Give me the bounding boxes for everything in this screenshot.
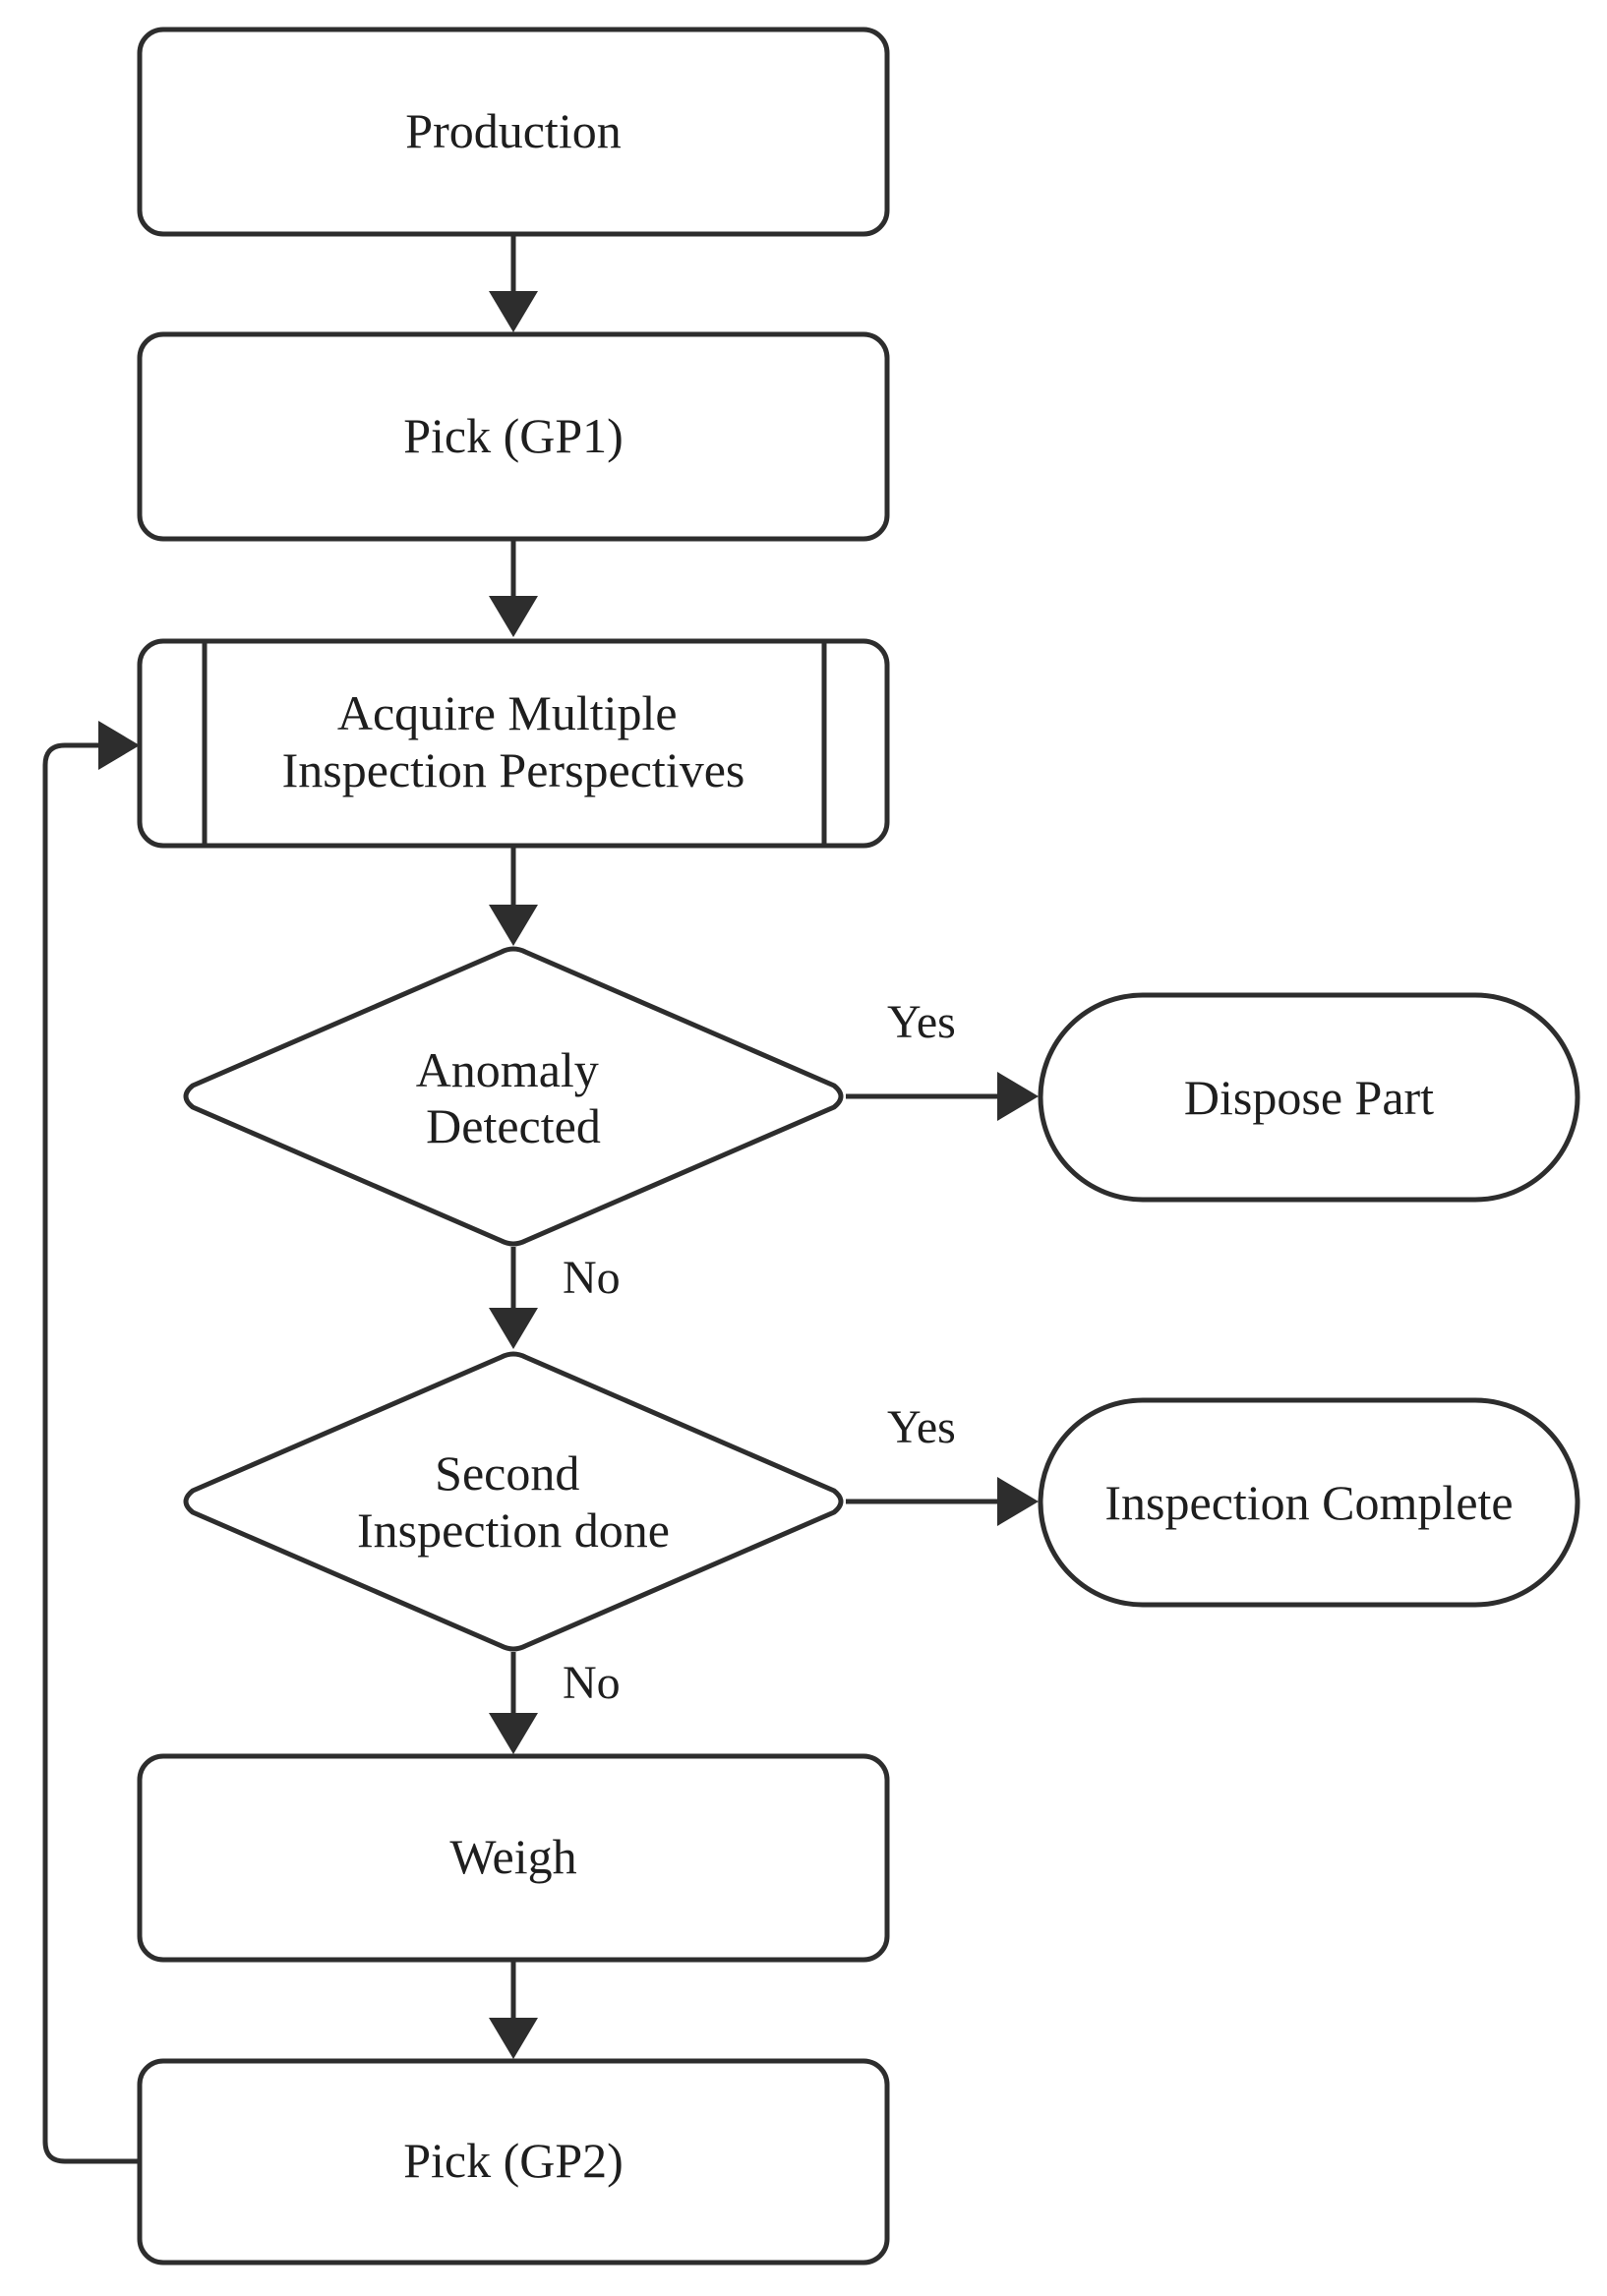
arrowhead-anomaly-to-dispose [997,1072,1039,1121]
arrowhead-acquire-to-anomaly [489,905,538,946]
arrowhead-second-to-weigh [489,1713,538,1754]
pick-gp1-label: Pick (GP1) [403,408,624,463]
edge-labels: Yes No Yes No [563,996,956,1709]
pick-gp1-label-line-1: Pick (GP1) [403,408,624,463]
dispose-terminator [1038,992,1580,1203]
pick-gp2-label: Pick (GP2) [403,2133,624,2188]
anomaly-diamond [183,946,844,1247]
node-complete: Inspection Complete [1038,1397,1580,1608]
anomaly-label: Anomaly Detected [416,1042,612,1153]
edge-label-anomaly-yes: Yes [887,996,956,1048]
acquire-label: Acquire Multiple Inspection Perspectives [282,685,745,797]
node-dispose: Dispose Part [1038,992,1580,1203]
second-diamond [183,1351,844,1652]
edge-label-anomaly-no: No [563,1252,621,1304]
complete-label: Inspection Complete [1104,1475,1513,1530]
node-pick-gp2: Pick (GP2) [137,2058,890,2266]
node-acquire: Acquire Multiple Inspection Perspectives [137,638,890,849]
arrowhead-pick-gp2-to-acquire [98,721,140,770]
node-anomaly: Anomaly Detected [183,946,844,1247]
pick-gp2-label-line-1: Pick (GP2) [403,2133,624,2188]
second-label: Second Inspection done [357,1445,670,1558]
node-production: Production [137,27,890,237]
connectors [42,234,1039,2164]
production-label-line-1: Production [405,103,621,158]
dispose-label: Dispose Part [1184,1070,1434,1125]
node-weigh: Weigh [137,1753,890,1963]
arrowhead-weigh-to-pick-gp2 [489,2018,538,2059]
pick-gp2-box [137,2058,890,2266]
production-label: Production [405,103,621,158]
edge-label-second-yes: Yes [887,1401,956,1453]
node-second: Second Inspection done [183,1351,844,1652]
acquire-label-line-1: Acquire Multiple [337,685,678,740]
weigh-box [137,1753,890,1963]
anomaly-label-line-2: Detected [426,1098,601,1153]
complete-label-line-1: Inspection Complete [1104,1475,1513,1530]
arrowhead-anomaly-to-second [489,1308,538,1349]
acquire-box [137,638,890,849]
edge-pick-gp2-to-acquire [42,742,140,2164]
production-box [137,27,890,237]
arrowhead-second-to-complete [997,1477,1039,1526]
node-pick-gp1: Pick (GP1) [137,331,890,542]
edge-label-second-no: No [563,1657,621,1709]
second-label-line-2: Inspection done [357,1502,670,1558]
weigh-label: Weigh [449,1829,576,1884]
dispose-label-line-1: Dispose Part [1184,1070,1434,1125]
pick-gp1-box [137,331,890,542]
weigh-label-line-1: Weigh [449,1829,576,1884]
arrowhead-pick-gp1-to-acquire [489,596,538,637]
acquire-label-line-2: Inspection Perspectives [282,742,745,797]
anomaly-label-line-1: Anomaly [416,1042,599,1097]
arrowhead-production-to-pick-gp1 [489,291,538,332]
second-label-line-1: Second [435,1445,579,1501]
complete-terminator [1038,1397,1580,1608]
